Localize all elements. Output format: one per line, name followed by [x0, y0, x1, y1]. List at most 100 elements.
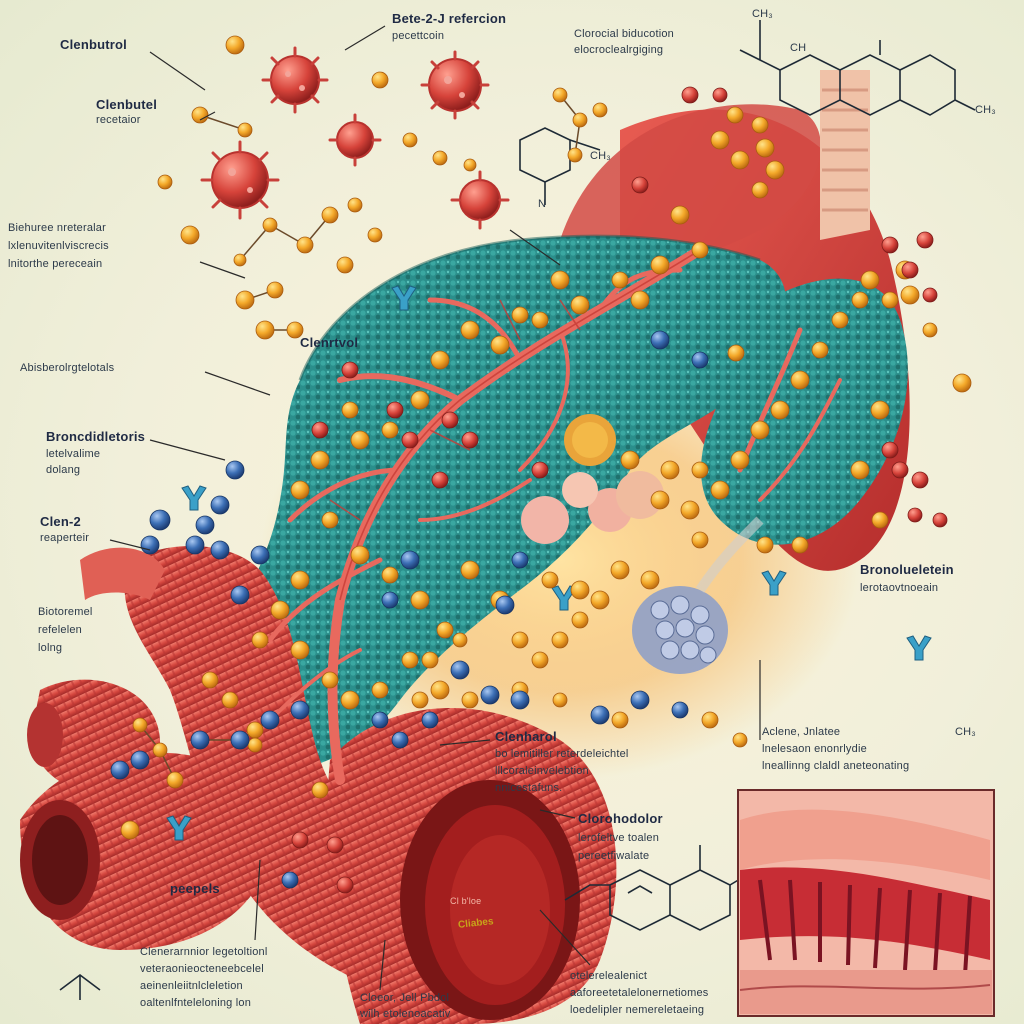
molecule-sphere	[311, 421, 329, 439]
molecule-sphere	[326, 836, 344, 854]
molecule-sphere	[262, 217, 278, 233]
molecule-sphere	[191, 106, 209, 124]
molecule-sphere	[511, 551, 529, 569]
molecule-sphere	[341, 361, 359, 379]
label-bottom-right-1: otelerelealenict	[570, 970, 648, 982]
molecule-sphere	[460, 560, 480, 580]
molecule-sphere	[190, 730, 210, 750]
molecule-sphere	[247, 737, 263, 753]
molecule-sphere	[552, 87, 568, 103]
label-clorohodolor-2: pereetfiwalate	[578, 850, 650, 862]
molecule-sphere	[430, 680, 450, 700]
molecule-sphere	[630, 290, 650, 310]
molecule-sphere	[730, 450, 750, 470]
molecule-sphere	[225, 460, 245, 480]
molecule-sphere	[157, 174, 173, 190]
label-ch3-right: CH₃	[975, 104, 996, 116]
molecule-sphere	[436, 621, 454, 639]
molecule-sphere	[225, 35, 245, 55]
molecule-sphere	[401, 651, 419, 669]
molecule-sphere	[321, 206, 339, 224]
label-clorohodolor-title: Clorohodolor	[578, 811, 663, 826]
molecule-sphere	[402, 132, 418, 148]
label-biehuree-1: Biehuree nreteralar	[8, 222, 106, 234]
trachea	[820, 70, 870, 240]
molecule-sphere	[765, 160, 785, 180]
molecule-sphere	[916, 231, 934, 249]
molecule-sphere	[461, 431, 479, 449]
molecule-sphere	[452, 632, 468, 648]
molecule-sphere	[710, 480, 730, 500]
molecule-sphere	[531, 461, 549, 479]
label-clen2-sub: reaperteir	[40, 532, 90, 544]
molecule-sphere	[336, 876, 354, 894]
molecule-sphere	[590, 590, 610, 610]
molecule-sphere	[421, 651, 439, 669]
molecule-icon	[110, 35, 972, 894]
molecule-sphere	[321, 511, 339, 529]
label-clenharol-title: Clenharol	[495, 729, 557, 744]
molecule-sphere	[727, 344, 745, 362]
molecule-sphere	[350, 430, 370, 450]
label-bronchodilators-sub2: dolang	[46, 464, 81, 476]
label-aclene-3: lneallinng claldl aneteonating	[762, 760, 910, 772]
molecule-sphere	[270, 600, 290, 620]
label-bottom-left-1: Clenerarnnior legetoltionl	[140, 946, 268, 958]
label-ch3-ring: CH₃	[590, 150, 611, 162]
molecule-sphere	[246, 721, 264, 739]
label-chemical-title: Clorocial biducotion	[574, 28, 674, 40]
label-bottom-right-2: aaforeetetalelonernetiomes	[570, 987, 709, 999]
molecule-sphere	[630, 690, 650, 710]
molecule-sphere	[321, 671, 339, 689]
molecule-sphere	[620, 450, 640, 470]
molecule-sphere	[911, 471, 929, 489]
molecule-sphere	[310, 450, 330, 470]
molecule-sphere	[550, 270, 570, 290]
molecule-sphere	[691, 241, 709, 259]
molecule-sphere	[790, 370, 810, 390]
molecule-sphere	[251, 631, 269, 649]
molecule-sphere	[650, 490, 670, 510]
label-ch-small: CH	[790, 42, 807, 54]
molecule-sphere	[551, 631, 569, 649]
molecule-sphere	[650, 330, 670, 350]
molecule-sphere	[237, 122, 253, 138]
molecule-sphere	[691, 531, 709, 549]
chemical-structure-icon	[59, 20, 976, 1000]
virus-icon	[211, 55, 501, 221]
label-clorohodolor-1: lerofeltve toalen	[578, 832, 660, 844]
molecule-sphere	[701, 711, 719, 729]
molecule-sphere	[410, 590, 430, 610]
molecule-sphere	[881, 441, 899, 459]
molecule-sphere	[230, 730, 250, 750]
label-bronchial-3: lolng	[38, 642, 63, 654]
label-bronchodilation-title: Bronolueletein	[860, 562, 954, 577]
molecule-sphere	[907, 507, 923, 523]
molecule-sphere	[410, 390, 430, 410]
molecule-sphere	[571, 611, 589, 629]
molecule-sphere	[350, 545, 370, 565]
molecule-sphere	[770, 400, 790, 420]
molecule-sphere	[166, 771, 184, 789]
molecule-sphere	[152, 742, 168, 758]
molecule-sphere	[371, 681, 389, 699]
label-clen2-title: Clen-2	[40, 514, 81, 529]
molecule-sphere	[400, 550, 420, 570]
molecule-sphere	[290, 640, 310, 660]
molecule-sphere	[660, 460, 680, 480]
molecule-sphere	[680, 500, 700, 520]
molecule-sphere	[441, 411, 459, 429]
molecule-sphere	[511, 631, 529, 649]
molecule-sphere	[185, 535, 205, 555]
molecule-sphere	[110, 760, 130, 780]
molecule-sphere	[570, 580, 590, 600]
molecule-sphere	[650, 255, 670, 275]
molecule-sphere	[250, 545, 270, 565]
molecule-sphere	[281, 871, 299, 889]
molecule-sphere	[870, 400, 890, 420]
molecule-sphere	[611, 271, 629, 289]
molecule-sphere	[381, 591, 399, 609]
molecule-sphere	[431, 471, 449, 489]
molecule-sphere	[132, 717, 148, 733]
